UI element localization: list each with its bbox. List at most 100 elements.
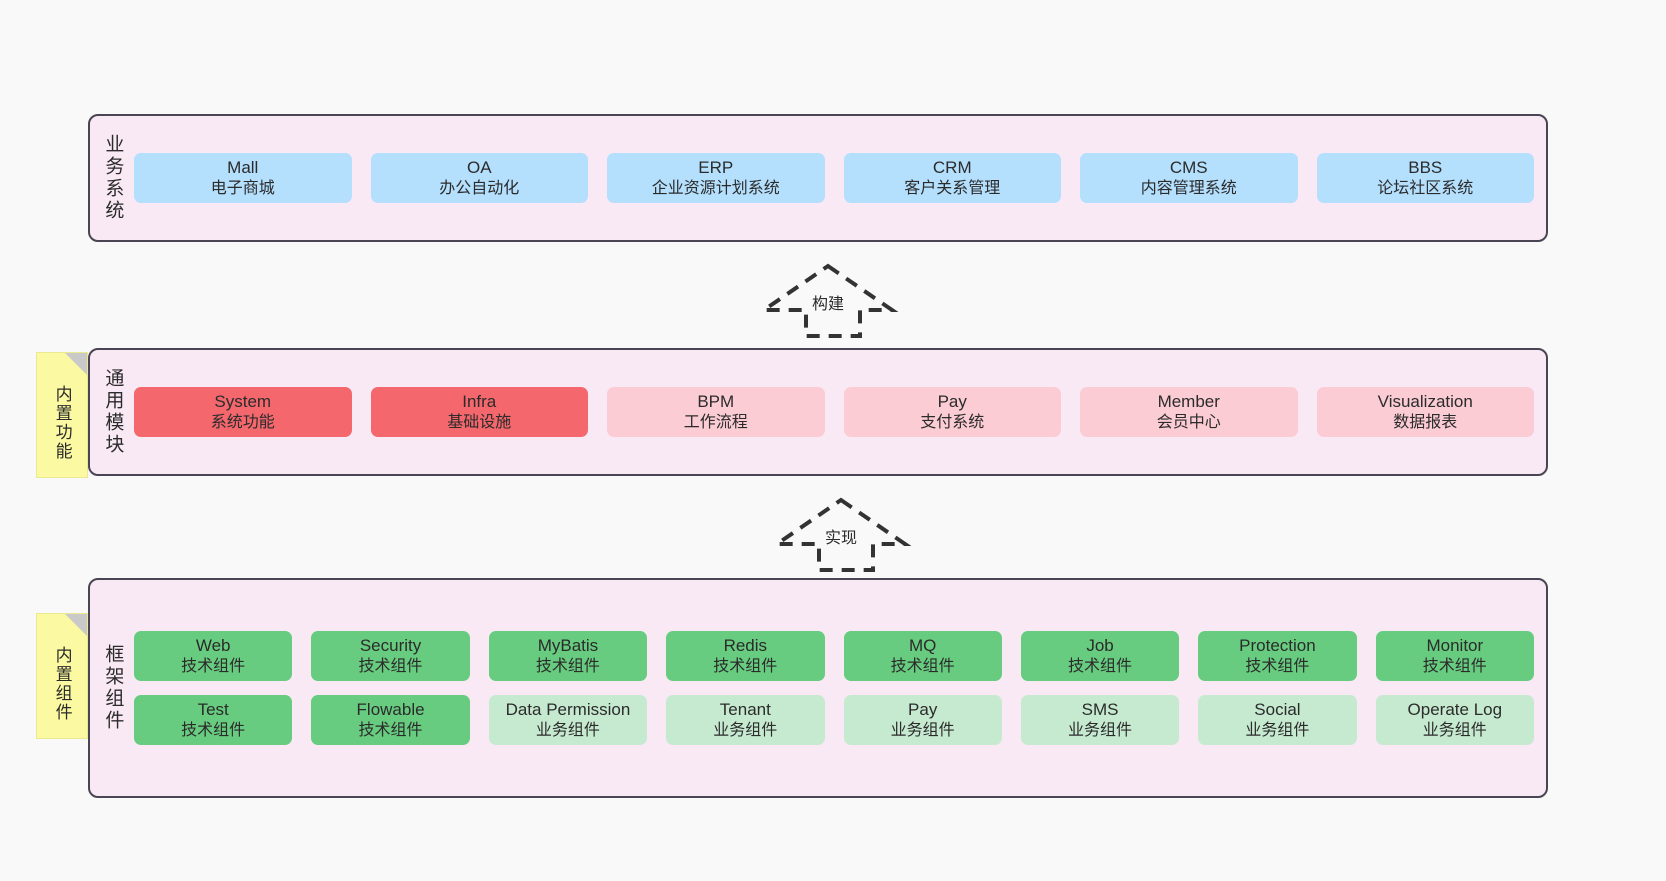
up-arrow-dashed-icon [770, 497, 912, 572]
card-subtitle: 业务组件 [713, 721, 778, 739]
layer-title-common: 通用模块 [90, 350, 134, 474]
card-data-permission[interactable]: Data Permission 业务组件 [488, 695, 648, 746]
card-social[interactable]: Social 业务组件 [1198, 695, 1357, 746]
card-mybatis[interactable]: MyBatis 技术组件 [488, 630, 648, 681]
card-title: Operate Log [1407, 700, 1503, 719]
card-title: Mall [227, 157, 259, 177]
layer-title-common-label: 通用模块 [102, 368, 124, 456]
card-subtitle: 业务组件 [1068, 721, 1133, 739]
layer-title-framework: 框架组件 [90, 580, 134, 796]
card-subtitle: 工作流程 [683, 413, 748, 431]
card-system[interactable]: System 系统功能 [134, 386, 352, 438]
card-subtitle: 企业资源计划系统 [651, 179, 780, 197]
card-redis[interactable]: Redis 技术组件 [666, 630, 825, 681]
sticky-note-builtin-components[interactable]: 内置组件 [36, 613, 88, 739]
card-title: CRM [932, 157, 972, 177]
card-sms[interactable]: SMS 业务组件 [1020, 695, 1180, 746]
card-row: System 系统功能 Infra 基础设施 BPM 工作流程 Pay 支付系统… [134, 386, 1534, 438]
card-mall[interactable]: Mall 电子商城 [134, 152, 352, 204]
card-subtitle: 内容管理系统 [1140, 179, 1237, 197]
card-subtitle: 基础设施 [447, 413, 512, 431]
card-mq[interactable]: MQ 技术组件 [843, 630, 1002, 681]
card-title: Pay [908, 700, 938, 719]
layer-body-business: Mall 电子商城 OA 办公自动化 ERP 企业资源计划系统 CRM 客户关系… [134, 116, 1546, 240]
connector-arrow-implement: 实现 [770, 496, 912, 574]
up-arrow-dashed-icon [757, 263, 899, 338]
card-title: BBS [1408, 157, 1443, 177]
card-subtitle: 技术组件 [713, 657, 778, 675]
card-subtitle: 技术组件 [358, 721, 423, 739]
layer-title-business: 业务系统 [90, 116, 134, 240]
card-title: Web [195, 635, 231, 655]
card-security[interactable]: Security 技术组件 [311, 630, 470, 681]
card-crm[interactable]: CRM 客户关系管理 [843, 152, 1061, 204]
card-subtitle: 支付系统 [920, 413, 985, 431]
layer-title-business-label: 业务系统 [102, 134, 124, 222]
card-protection[interactable]: Protection 技术组件 [1198, 630, 1357, 681]
layer-panel-common[interactable]: 通用模块 System 系统功能 Infra 基础设施 BPM 工作流程 Pay [88, 348, 1548, 476]
card-title: Social [1254, 700, 1301, 719]
card-title: Redis [723, 635, 768, 655]
card-erp[interactable]: ERP 企业资源计划系统 [607, 152, 825, 204]
card-pay[interactable]: Pay 支付系统 [843, 386, 1061, 438]
card-subtitle: 技术组件 [535, 657, 600, 675]
card-tenant[interactable]: Tenant 业务组件 [666, 695, 825, 746]
card-monitor[interactable]: Monitor 技术组件 [1375, 630, 1534, 681]
page-fold-icon [65, 353, 87, 375]
sticky-note-builtin-features[interactable]: 内置功能 [36, 352, 88, 478]
card-subtitle: 业务组件 [1422, 721, 1487, 739]
card-title: Pay [937, 391, 967, 411]
connector-arrow-build: 构建 [757, 262, 899, 340]
card-subtitle: 技术组件 [1245, 657, 1310, 675]
card-subtitle: 技术组件 [181, 657, 246, 675]
card-operate-log[interactable]: Operate Log 业务组件 [1375, 695, 1534, 746]
page-fold-icon [65, 614, 87, 636]
layer-panel-framework[interactable]: 框架组件 Web 技术组件 Security 技术组件 MyBatis 技术组件… [88, 578, 1548, 798]
card-cms[interactable]: CMS 内容管理系统 [1080, 152, 1298, 204]
card-bbs[interactable]: BBS 论坛社区系统 [1316, 152, 1534, 204]
card-bpm[interactable]: BPM 工作流程 [607, 386, 825, 438]
card-test[interactable]: Test 技术组件 [134, 695, 293, 746]
card-subtitle: 技术组件 [1068, 657, 1133, 675]
card-job[interactable]: Job 技术组件 [1020, 630, 1180, 681]
card-row: Test 技术组件 Flowable 技术组件 Data Permission … [134, 695, 1534, 746]
layer-body-framework: Web 技术组件 Security 技术组件 MyBatis 技术组件 Redi… [134, 580, 1546, 796]
card-title: Visualization [1377, 391, 1473, 411]
card-subtitle: 办公自动化 [439, 179, 520, 197]
card-title: Test [197, 700, 229, 719]
card-subtitle: 会员中心 [1156, 413, 1221, 431]
card-subtitle: 系统功能 [210, 413, 275, 431]
card-title: Member [1157, 391, 1220, 411]
card-web[interactable]: Web 技术组件 [134, 630, 293, 681]
card-title: Flowable [356, 700, 425, 719]
card-subtitle: 业务组件 [890, 721, 955, 739]
card-title: Monitor [1426, 635, 1484, 655]
card-flowable[interactable]: Flowable 技术组件 [311, 695, 470, 746]
card-title: CMS [1169, 157, 1208, 177]
card-title: Infra [462, 391, 497, 411]
card-member[interactable]: Member 会员中心 [1080, 386, 1298, 438]
card-title: SMS [1081, 700, 1119, 719]
card-subtitle: 技术组件 [890, 657, 955, 675]
card-title: BPM [697, 391, 735, 411]
card-title: Protection [1239, 635, 1316, 655]
card-subtitle: 数据报表 [1393, 413, 1458, 431]
card-title: Job [1086, 635, 1114, 655]
layer-panel-business[interactable]: 业务系统 Mall 电子商城 OA 办公自动化 ERP 企业资源计划系统 CRM [88, 114, 1548, 242]
card-subtitle: 技术组件 [1422, 657, 1487, 675]
card-infra[interactable]: Infra 基础设施 [370, 386, 588, 438]
card-pay-business[interactable]: Pay 业务组件 [843, 695, 1002, 746]
card-subtitle: 业务组件 [535, 721, 600, 739]
card-title: MyBatis [537, 635, 599, 655]
card-title: Security [359, 635, 422, 655]
card-title: MQ [908, 635, 937, 655]
card-visualization[interactable]: Visualization 数据报表 [1316, 386, 1534, 438]
card-row: Web 技术组件 Security 技术组件 MyBatis 技术组件 Redi… [134, 630, 1534, 681]
sticky-note-label: 内置组件 [52, 646, 72, 722]
card-subtitle: 业务组件 [1245, 721, 1310, 739]
card-oa[interactable]: OA 办公自动化 [370, 152, 588, 204]
card-title: Tenant [719, 700, 771, 719]
card-title: OA [466, 157, 492, 177]
layer-body-common: System 系统功能 Infra 基础设施 BPM 工作流程 Pay 支付系统… [134, 350, 1546, 474]
